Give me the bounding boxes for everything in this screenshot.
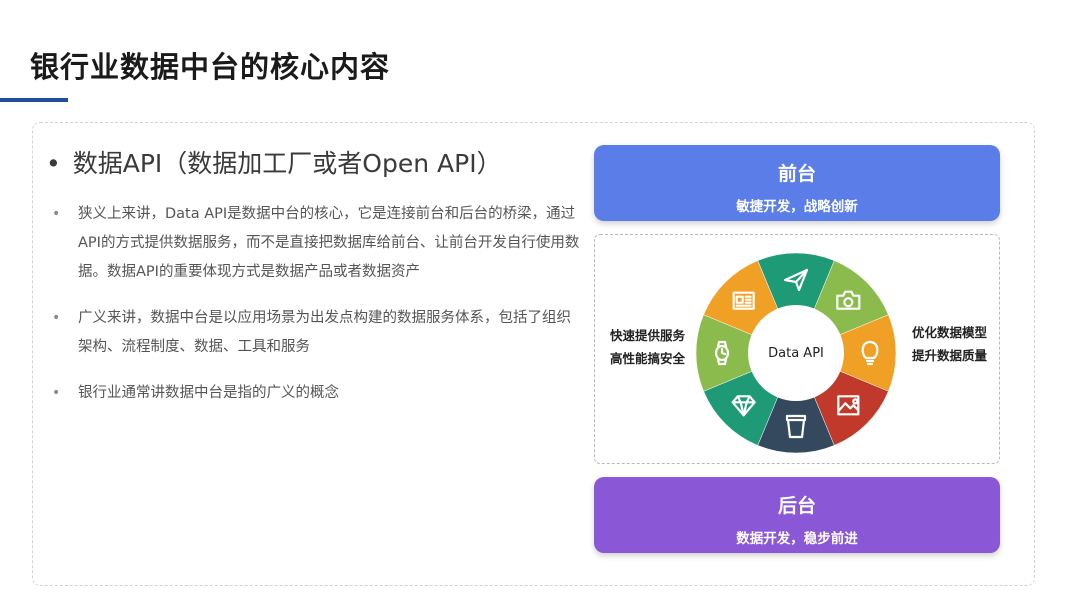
left-side-line-2: 高性能搞安全	[610, 351, 686, 366]
main-bullet-text: 数据API（数据加工厂或者Open API）	[72, 149, 502, 178]
wheel-center-label: Data API	[768, 346, 824, 361]
front-title: 前台	[777, 163, 816, 185]
picture-icon-shape	[837, 395, 860, 416]
sub-bullet-list: • 狭义上来讲，Data API是数据中台的核心，它是连接前台和后台的桥梁，通过…	[52, 200, 582, 425]
right-side-line-2: 提升数据质量	[912, 348, 988, 363]
diamond-icon	[731, 395, 756, 417]
title-underline	[0, 98, 68, 102]
bullet-dot: •	[46, 149, 61, 178]
sub-bullet-text: 狭义上来讲，Data API是数据中台的核心，它是连接前台和后台的桥梁，通过AP…	[78, 206, 580, 280]
sub-bullet-item: • 银行业通常讲数据中台是指的广义的概念	[52, 379, 582, 408]
middle-dashed-box	[594, 234, 1000, 464]
front-panel: 前台 敏捷开发，战略创新	[594, 145, 1000, 221]
camera-icon-shape	[836, 290, 861, 310]
main-bullet: • 数据API（数据加工厂或者Open API）	[46, 144, 502, 180]
data-api-wheel: Data API	[695, 252, 897, 454]
left-side-text: 快速提供服务 高性能搞安全	[610, 324, 685, 370]
sub-bullet-item: • 狭义上来讲，Data API是数据中台的核心，它是连接前台和后台的桥梁，通过…	[52, 200, 582, 287]
back-panel: 后台 数据开发，稳步前进	[594, 477, 1000, 553]
right-side-line-1: 优化数据模型	[912, 325, 988, 340]
paper-plane-icon-shape	[783, 268, 809, 292]
sub-bullet-dot: •	[52, 385, 61, 401]
wheel-center	[748, 305, 844, 401]
picture-icon	[837, 395, 860, 416]
right-side-text: 优化数据模型 提升数据质量	[912, 321, 987, 367]
camera-icon	[836, 290, 861, 310]
sub-bullet-item: • 广义来讲，数据中台是以应用场景为出发点构建的数据服务体系，包括了组织架构、流…	[52, 304, 582, 362]
content-box	[32, 122, 1035, 586]
front-subtitle: 敏捷开发，战略创新	[736, 199, 858, 215]
cup-icon-shape	[785, 414, 807, 439]
watch-icon-shape	[714, 340, 730, 366]
sub-bullet-dot: •	[52, 310, 61, 326]
news-icon	[732, 291, 755, 310]
lightbulb-icon-shape	[861, 340, 879, 366]
diamond-icon-shape	[731, 395, 756, 417]
sub-bullet-text: 广义来讲，数据中台是以应用场景为出发点构建的数据服务体系，包括了组织架构、流程制…	[78, 310, 571, 355]
cup-icon	[785, 414, 807, 439]
sub-bullet-dot: •	[52, 206, 61, 222]
news-icon-shape	[732, 291, 755, 310]
sub-bullet-text: 银行业通常讲数据中台是指的广义的概念	[78, 385, 339, 401]
paper-plane-icon	[783, 268, 809, 292]
back-subtitle: 数据开发，稳步前进	[736, 531, 858, 547]
watch-icon	[714, 340, 730, 366]
left-side-line-1: 快速提供服务	[610, 328, 686, 343]
back-title: 后台	[777, 495, 816, 517]
slide-title: 银行业数据中台的核心内容	[30, 50, 391, 84]
lightbulb-icon	[861, 340, 879, 366]
